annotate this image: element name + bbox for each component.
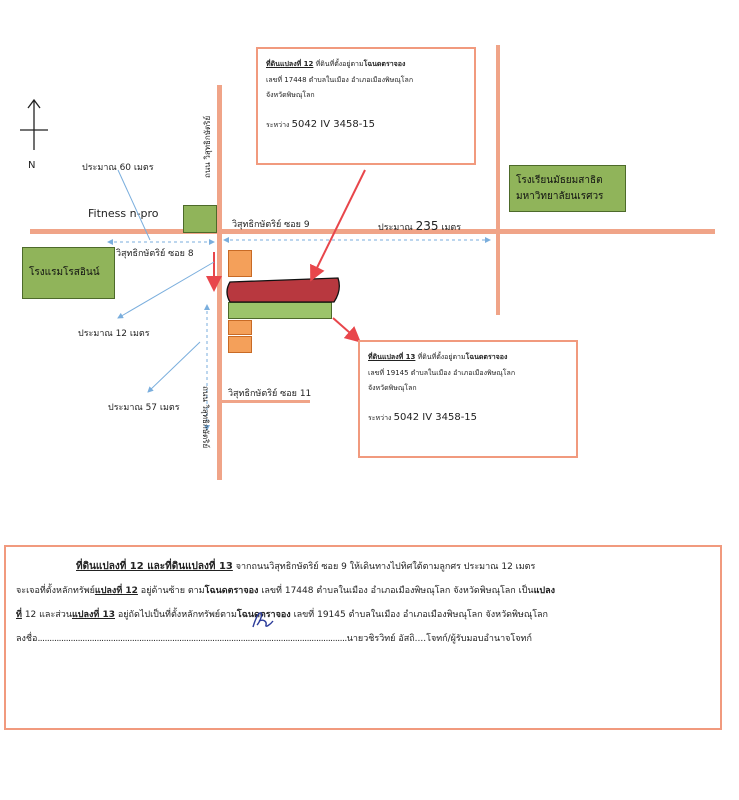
callout-plot-12: ที่ดินแปลงที่ 12 ที่ดินที่ตั้งอยู่ตามโฉน… — [256, 47, 476, 165]
callout-12-line2: เลขที่ 17448 ตำบลในเมือง อำเภอเมืองพิษณุ… — [266, 76, 414, 84]
school-label-line2: มหาวิทยาลัยนเรศวร — [516, 190, 604, 202]
callout-13-line3: จังหวัดพิษณุโลก — [368, 384, 417, 392]
soi-11-label: วิสุทธิกษัตริย์ ซอย 11 — [228, 389, 312, 399]
school-building: โรงเรียนมัธยมสาธิต มหาวิทยาลัยนเรศวร — [509, 165, 626, 212]
distance-235-label: ประมาณ 235 เมตร — [378, 219, 462, 233]
vertical-road-top-label: ถนน วิสุทธิกษัตริย์ — [203, 115, 212, 178]
north-label: N — [28, 160, 36, 171]
school-label-line1: โรงเรียนมัธยมสาธิต — [516, 174, 603, 186]
hotel-label: โรงแรมโรสอินน์ — [29, 267, 100, 278]
callout-12-line3: จังหวัดพิษณุโลก — [266, 91, 315, 99]
orange-plot-1 — [228, 250, 252, 277]
distance-12-label: ประมาณ 12 เมตร — [78, 329, 150, 339]
signer-name: นายวชิรวิทย์ อัสถิ....โจทก์/ผู้รับมอบอำน… — [346, 634, 532, 644]
description-title: ที่ดินแปลงที่ 12 และที่ดินแปลงที่ 13 — [76, 561, 233, 572]
map-overlay-lines — [107, 169, 491, 431]
orange-plot-3 — [228, 336, 252, 353]
description-box: ที่ดินแปลงที่ 12 และที่ดินแปลงที่ 13 จาก… — [4, 545, 722, 730]
hotel-building: โรงแรมโรสอินน์ — [22, 247, 115, 299]
soi-11-road — [222, 400, 310, 403]
callout-13-zone-label: ระหว่าง — [368, 414, 392, 422]
orange-plot-2 — [228, 320, 252, 335]
sign-label: ลงชื่อ — [16, 634, 38, 644]
fitness-building — [183, 205, 217, 233]
callout-12-title: ที่ดินแปลงที่ 12 — [266, 60, 314, 68]
north-arrow-icon — [20, 98, 48, 150]
callout-12-zone-value: 5042 IV 3458-15 — [291, 119, 376, 130]
distance-60-label: ประมาณ 60 เมตร — [82, 163, 154, 173]
callout-13-title: ที่ดินแปลงที่ 13 — [368, 353, 416, 361]
callout-12-text: ที่ดินที่ตั้งอยู่ตาม — [315, 60, 364, 68]
distance-57-label: ประมาณ 57 เมตร — [108, 403, 180, 413]
fitness-label: Fitness n-pro — [88, 207, 159, 220]
callout-plot-13: ที่ดินแปลงที่ 13 ที่ดินที่ตั้งอยู่ตามโฉน… — [358, 340, 578, 458]
callout-13-zone-value: 5042 IV 3458-15 — [393, 412, 478, 423]
callout-13-text: ที่ดินที่ตั้งอยู่ตาม — [417, 353, 466, 361]
vertical-road-right — [496, 45, 500, 315]
callout-12-bold: โฉนดตราจอง — [363, 60, 406, 68]
main-road-label: วิสุทธิกษัตริย์ ซอย 9 — [232, 220, 310, 230]
sign-dots: ........................................… — [37, 634, 347, 644]
plot-12 — [226, 277, 340, 303]
callout-13-line2: เลขที่ 19145 ตำบลในเมือง อำเภอเมืองพิษณุ… — [368, 369, 516, 377]
soi-8-label: วิสุทธิกษัตริย์ ซอย 8 — [116, 249, 194, 259]
vertical-road-bottom-label: ถนน วิสุทธิกษัตริย์ — [201, 386, 210, 449]
main-road — [30, 229, 715, 234]
description-p1: จากถนนวิสุทธิกษัตริย์ ซอย 9 ให้เดินทางไป… — [235, 562, 536, 572]
callout-12-zone-label: ระหว่าง — [266, 121, 290, 129]
signature-icon — [252, 612, 274, 628]
callout-13-bold: โฉนดตราจอง — [465, 353, 508, 361]
